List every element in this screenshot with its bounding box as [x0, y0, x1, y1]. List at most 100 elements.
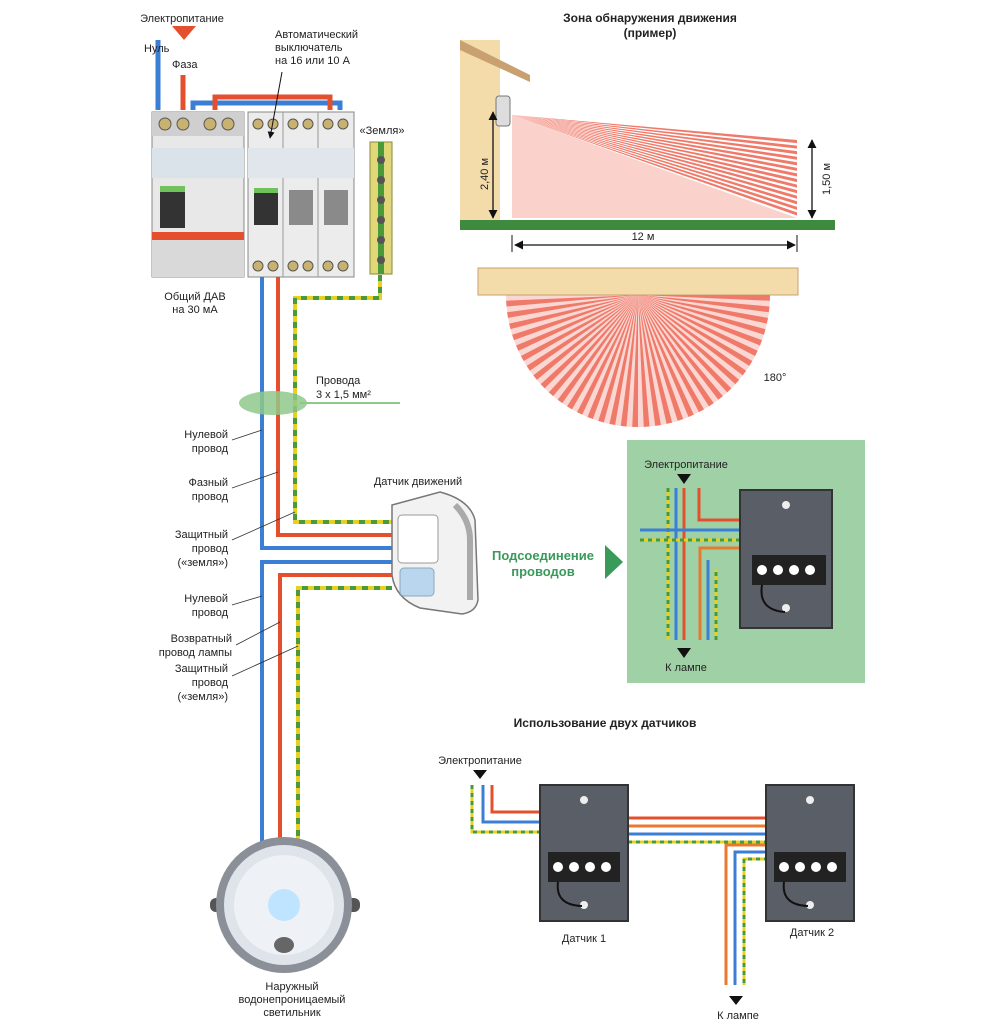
detection-ray [638, 295, 758, 356]
lamp-label-3: светильник [263, 1007, 321, 1019]
detection-zone-side-view: 2,40 м 1,50 м 12 м [460, 40, 835, 252]
junction-box-icon [739, 489, 833, 629]
rcd-breaker-icon [151, 111, 245, 278]
detection-ray [512, 115, 797, 166]
outdoor-lamp-icon [210, 837, 360, 973]
detection-ray [638, 295, 753, 366]
detection-ray [638, 295, 766, 335]
ground-wire2-label-2: провод [192, 677, 229, 689]
angle-label: 180° [764, 372, 787, 384]
return-wire-label-2: провод лампы [159, 647, 232, 659]
arrow-down-icon [729, 996, 743, 1005]
power-supply-label: Электропитание [140, 13, 224, 25]
breaker-panel: Электропитание Нуль Фаза [140, 13, 404, 316]
detection-ray [557, 295, 638, 404]
ground-bus-label: «Земля» [360, 125, 405, 137]
detection-ray [598, 295, 638, 423]
wire-labels-lower: Нулевой провод Возвратный провод лампы З… [159, 593, 299, 703]
detection-ray [509, 295, 638, 330]
detection-ray [638, 295, 732, 393]
height-mount-label: 2,40 м [479, 158, 491, 190]
detection-ray [512, 115, 797, 160]
detection-ray [620, 295, 638, 427]
detection-ray [512, 115, 797, 144]
neutral-wire-label-2: провод [192, 443, 229, 455]
motion-sensor-icon [391, 491, 479, 615]
wires-label-1: Провода [316, 375, 361, 387]
detection-ray [526, 295, 638, 371]
arrow-down-icon [677, 648, 691, 658]
junction-box-icon [539, 784, 629, 922]
detection-ray [512, 115, 797, 205]
circuit-breaker-icon [247, 111, 355, 278]
sensor-mount-icon [495, 95, 511, 127]
detection-ray [512, 115, 797, 171]
detection-ray [516, 295, 638, 351]
detection-ray [638, 295, 661, 426]
detection-ray [512, 115, 797, 177]
two-sensor-wiring [470, 785, 768, 985]
detection-ray [638, 295, 684, 421]
detection-zone-top-view: 180° [477, 267, 799, 427]
supply-cable [239, 275, 400, 550]
neutral-wire-label-1: Нулевой [184, 429, 228, 441]
top-detection-rays [506, 295, 770, 427]
beam [477, 267, 799, 296]
detection-ray [512, 115, 797, 188]
lamp-label-2: водонепроницаемый [239, 994, 346, 1006]
detection-ray [512, 115, 797, 183]
panel-lamp-label: К лампе [665, 662, 707, 674]
auto-breaker-label-1: Автоматический [275, 29, 358, 41]
ground-strip [460, 220, 835, 230]
detection-ray [540, 295, 638, 389]
phase-wire-label-2: провод [192, 491, 229, 503]
detection-ray [638, 295, 770, 301]
power-arrow-icon [172, 26, 196, 40]
detection-ray [638, 295, 747, 376]
two-sensors-title: Использование двух датчиков [514, 716, 697, 730]
zone-title-line2: (пример) [624, 26, 677, 40]
ground-wire-label-1: Защитный [175, 529, 228, 541]
sensor-label: Датчик движений [374, 476, 462, 488]
ground-wire2-label-3: («земля») [177, 691, 228, 703]
arrow-down-icon [677, 474, 691, 484]
distance-label: 12 м [632, 231, 655, 243]
ground-wire2-label-1: Защитный [175, 663, 228, 675]
connection-label-2: проводов [511, 564, 575, 579]
ground-bus-icon [369, 141, 393, 275]
detection-ray [512, 115, 797, 210]
detection-ray [520, 295, 638, 361]
detection-ray [638, 295, 770, 313]
roof [460, 40, 530, 82]
detection-ray [512, 115, 797, 194]
detection-ray [577, 295, 638, 415]
detection-ray [638, 295, 704, 413]
detection-ray [632, 295, 638, 427]
wires-label-2: 3 х 1,5 мм² [316, 389, 371, 401]
detection-ray [512, 295, 638, 341]
detection-ray [533, 295, 638, 380]
auto-breaker-label-3: на 16 или 10 А [275, 55, 351, 67]
rcd-label-2: на 30 мА [172, 304, 218, 316]
detection-ray [638, 295, 694, 417]
detection-zone-fill [512, 115, 797, 218]
sensor1-label: Датчик 1 [562, 933, 606, 945]
connection-panel [627, 440, 865, 683]
sensor2-label: Датчик 2 [790, 927, 834, 939]
detection-ray [638, 295, 650, 427]
rcd-label-1: Общий ДАВ [164, 291, 225, 303]
ground-wire-label-2: провод [192, 543, 229, 555]
detection-ray [512, 115, 797, 155]
junction-box-icon [765, 784, 855, 922]
panel-power-label: Электропитание [644, 459, 728, 471]
detection-ray [512, 115, 797, 216]
detection-ray [638, 295, 673, 424]
detection-ray [567, 295, 638, 410]
detection-ray [507, 295, 638, 318]
arrow-right-icon [605, 545, 623, 579]
phase-short-label: Фаза [172, 59, 198, 71]
height-far-label: 1,50 м [821, 163, 833, 195]
two-lamp-label: К лампе [717, 1010, 759, 1022]
return-wire-label-1: Возвратный [171, 633, 232, 645]
